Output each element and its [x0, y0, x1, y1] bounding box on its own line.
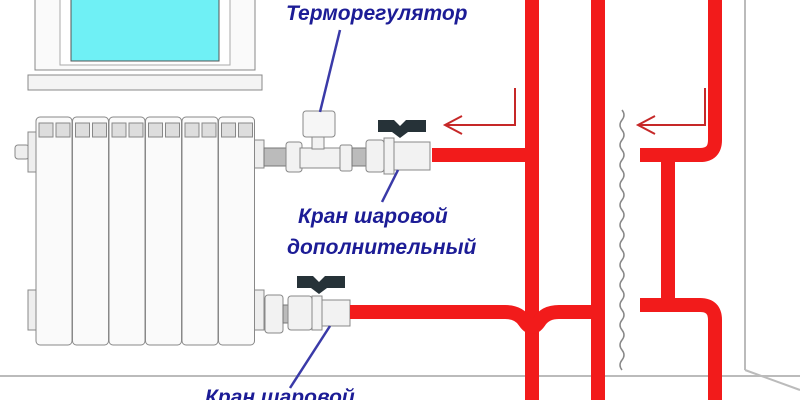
right-lower-pipe: [640, 298, 722, 400]
radiator-cap: [38, 122, 54, 138]
radiator-cap: [92, 122, 107, 138]
radiator-plug: [14, 144, 30, 160]
radiator-cap: [201, 122, 217, 138]
valve-handle-bottom: [297, 276, 345, 294]
radiator-cap: [238, 122, 253, 138]
leader-lines: [288, 29, 400, 389]
radiator-section: [181, 116, 219, 346]
return-pipe: [350, 305, 598, 334]
radiator-section: [145, 116, 182, 346]
radiator-section: [72, 116, 109, 346]
thermostat-head: [302, 110, 336, 138]
radiator-cap: [75, 122, 90, 138]
flow-arrow-left: [442, 88, 516, 135]
right-upper-pipe: [640, 0, 722, 162]
top-fittings: [263, 110, 431, 175]
flow-arrow-right: [635, 88, 706, 135]
radiator: [14, 116, 265, 346]
window-glass: [70, 0, 220, 62]
radiator-section: [35, 116, 73, 346]
wall-break-line: [619, 109, 625, 371]
extra-valve-label-line2: дополнительный: [287, 236, 477, 259]
radiator-cap: [184, 122, 200, 138]
valve-handle-top: [378, 120, 426, 138]
ball-valve-bottom: [321, 299, 351, 327]
ball-valve-top: [393, 141, 431, 171]
radiator-cap: [55, 122, 71, 138]
pipes: [350, 0, 722, 400]
radiator-cap: [165, 122, 180, 138]
thermostat-label: Терморегулятор: [286, 2, 468, 25]
radiator-cap: [128, 122, 144, 138]
window: [27, 0, 263, 91]
radiator-section: [108, 116, 146, 346]
radiator-cap: [148, 122, 163, 138]
flow-arrows: [442, 88, 706, 135]
radiator-cap: [221, 122, 236, 138]
radiator-cap: [111, 122, 127, 138]
extra-valve-label-line1: Кран шаровой: [298, 205, 448, 228]
bottom-fittings: [264, 276, 351, 334]
radiator-section: [218, 116, 255, 346]
bottom-valve-label: Кран шаровой: [205, 386, 355, 400]
window-sill: [27, 74, 263, 91]
